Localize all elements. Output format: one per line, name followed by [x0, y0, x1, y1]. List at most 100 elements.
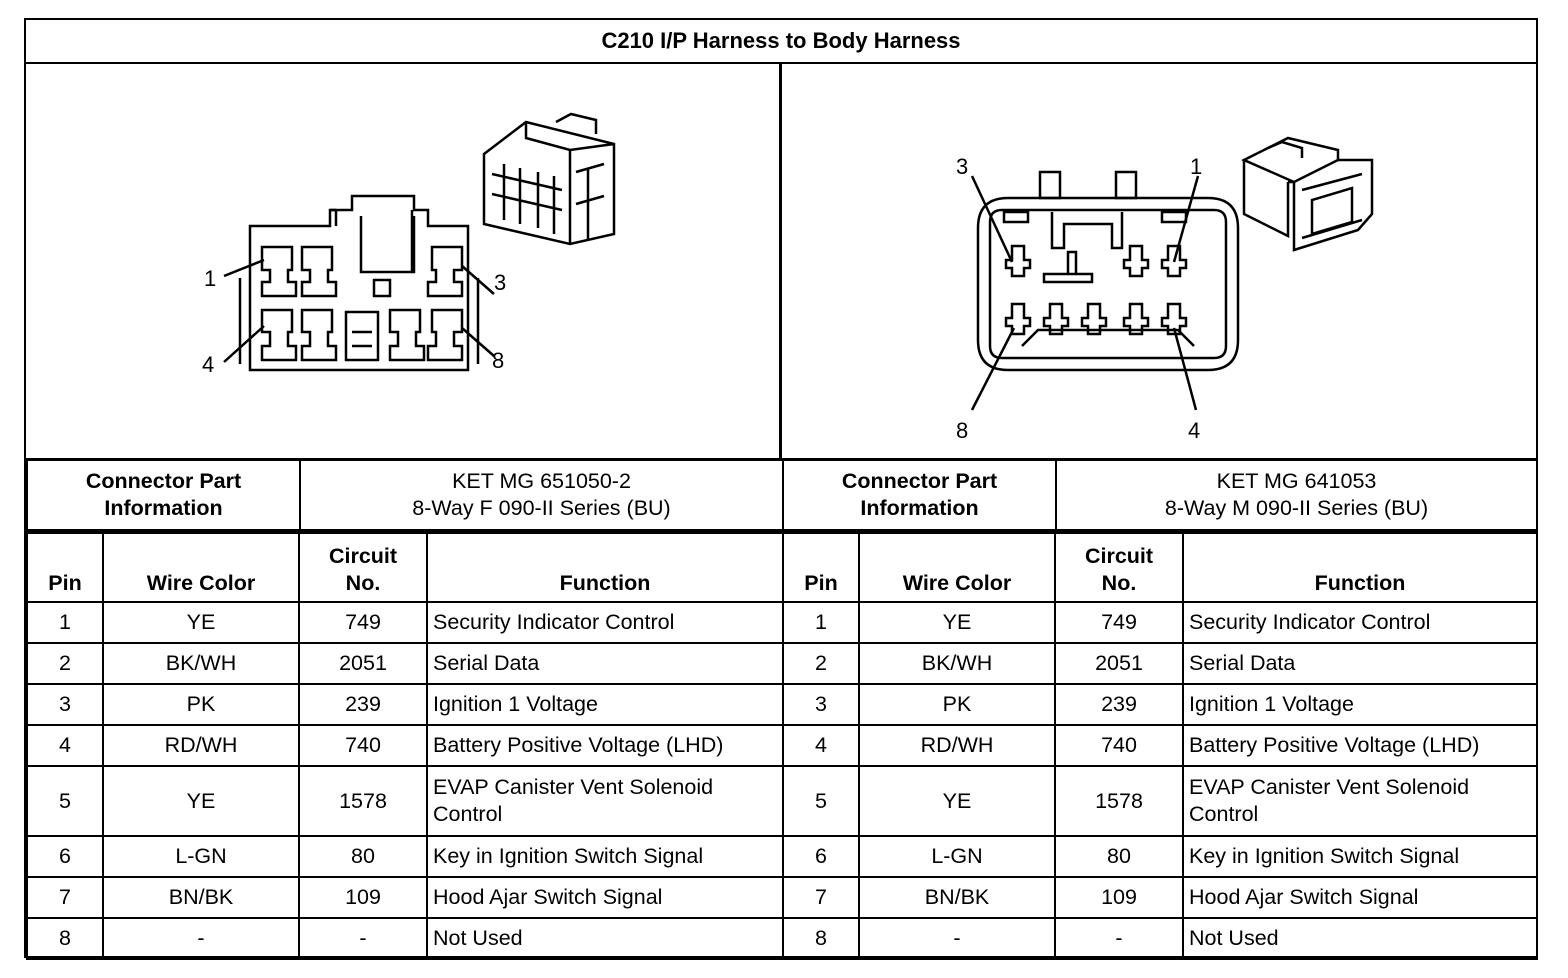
pin-callout-8: 8	[492, 348, 504, 373]
circuit-cell: 749	[298, 601, 428, 644]
circuit-cell: 80	[1054, 835, 1184, 878]
circuit-cell: 239	[298, 683, 428, 726]
wire-color-cell: BK/WH	[858, 642, 1056, 685]
male-connector-drawing: 3 1 8 4	[956, 136, 1374, 443]
pin-cell: 4	[26, 724, 104, 767]
connector-part-info-label: Connector Part Information	[26, 458, 301, 531]
function-header: Function	[1182, 530, 1538, 603]
pin-cell: 7	[782, 876, 860, 919]
pin-callout-1: 1	[1190, 154, 1202, 179]
wire-color-cell: BN/BK	[102, 876, 300, 919]
circuit-cell: 740	[1054, 724, 1184, 767]
pin-cell: 5	[782, 765, 860, 837]
pin-cell: 1	[26, 601, 104, 644]
function-cell: Hood Ajar Switch Signal	[1182, 876, 1538, 919]
pin-cell: 4	[782, 724, 860, 767]
wire-color-cell: YE	[102, 601, 300, 644]
function-header: Function	[426, 530, 784, 603]
function-cell: Security Indicator Control	[1182, 601, 1538, 644]
male-connector-table-section: Connector Part Information KET MG 641053…	[782, 458, 1538, 960]
connector-sheet: C210 I/P Harness to Body Harness	[24, 18, 1538, 960]
function-cell: Key in Ignition Switch Signal	[426, 835, 784, 878]
pin-cell: 2	[26, 642, 104, 685]
pin-cell: 6	[26, 835, 104, 878]
circuit-cell: 80	[298, 835, 428, 878]
female-connector-table-section: Connector Part Information KET MG 651050…	[26, 458, 784, 960]
wire-color-cell: RD/WH	[102, 724, 300, 767]
table-row: 8--Not Used	[782, 917, 1538, 960]
function-cell: Ignition 1 Voltage	[426, 683, 784, 726]
pin-callout-3: 3	[494, 270, 506, 295]
wire-color-cell: PK	[858, 683, 1056, 726]
function-cell: Security Indicator Control	[426, 601, 784, 644]
pin-cell: 7	[26, 876, 104, 919]
pin-cell: 5	[26, 765, 104, 837]
circuit-cell: 239	[1054, 683, 1184, 726]
function-cell: Not Used	[1182, 917, 1538, 960]
circuit-cell: 2051	[298, 642, 428, 685]
function-cell: Serial Data	[1182, 642, 1538, 685]
wire-color-cell: -	[858, 917, 1056, 960]
female-connector-drawing: 1 3 4 8	[202, 112, 616, 377]
function-cell: Battery Positive Voltage (LHD)	[1182, 724, 1538, 767]
pin-callout-4: 4	[202, 352, 214, 377]
connector-part-info-value: KET MG 651050-2 8-Way F 090-II Series (B…	[299, 458, 784, 531]
wire-color-cell: YE	[858, 601, 1056, 644]
circuit-cell: 109	[298, 876, 428, 919]
pin-callout-8: 8	[956, 418, 968, 443]
wire-color-header: Wire Color	[858, 530, 1056, 603]
pin-header: Pin	[26, 530, 104, 603]
circuit-cell: 109	[1054, 876, 1184, 919]
function-cell: Battery Positive Voltage (LHD)	[426, 724, 784, 767]
wire-color-cell: YE	[102, 765, 300, 837]
sheet-title: C210 I/P Harness to Body Harness	[26, 20, 1536, 64]
circuit-cell: 749	[1054, 601, 1184, 644]
wire-color-header: Wire Color	[102, 530, 300, 603]
connector-part-info-value: KET MG 641053 8-Way M 090-II Series (BU)	[1055, 458, 1538, 531]
wire-color-cell: BK/WH	[102, 642, 300, 685]
wire-color-cell: L-GN	[858, 835, 1056, 878]
pin-cell: 8	[26, 917, 104, 960]
circuit-cell: 740	[298, 724, 428, 767]
pin-cell: 6	[782, 835, 860, 878]
function-cell: Key in Ignition Switch Signal	[1182, 835, 1538, 878]
pin-cell: 3	[26, 683, 104, 726]
male-connector-info: Connector Part Information KET MG 641053…	[782, 458, 1538, 531]
pin-callout-3: 3	[956, 154, 968, 179]
table-row: 8--Not Used	[26, 917, 784, 960]
pin-callout-1: 1	[204, 266, 216, 291]
function-cell: Ignition 1 Voltage	[1182, 683, 1538, 726]
wire-color-cell: BN/BK	[858, 876, 1056, 919]
function-cell: Hood Ajar Switch Signal	[426, 876, 784, 919]
function-cell: Serial Data	[426, 642, 784, 685]
function-cell: Not Used	[426, 917, 784, 960]
pin-header: Pin	[782, 530, 860, 603]
circuit-cell: -	[1054, 917, 1184, 960]
pin-cell: 2	[782, 642, 860, 685]
pin-callout-4: 4	[1188, 418, 1200, 443]
circuit-cell: 1578	[1054, 765, 1184, 837]
pin-cell: 1	[782, 601, 860, 644]
wire-color-cell: PK	[102, 683, 300, 726]
circuit-cell: -	[298, 917, 428, 960]
